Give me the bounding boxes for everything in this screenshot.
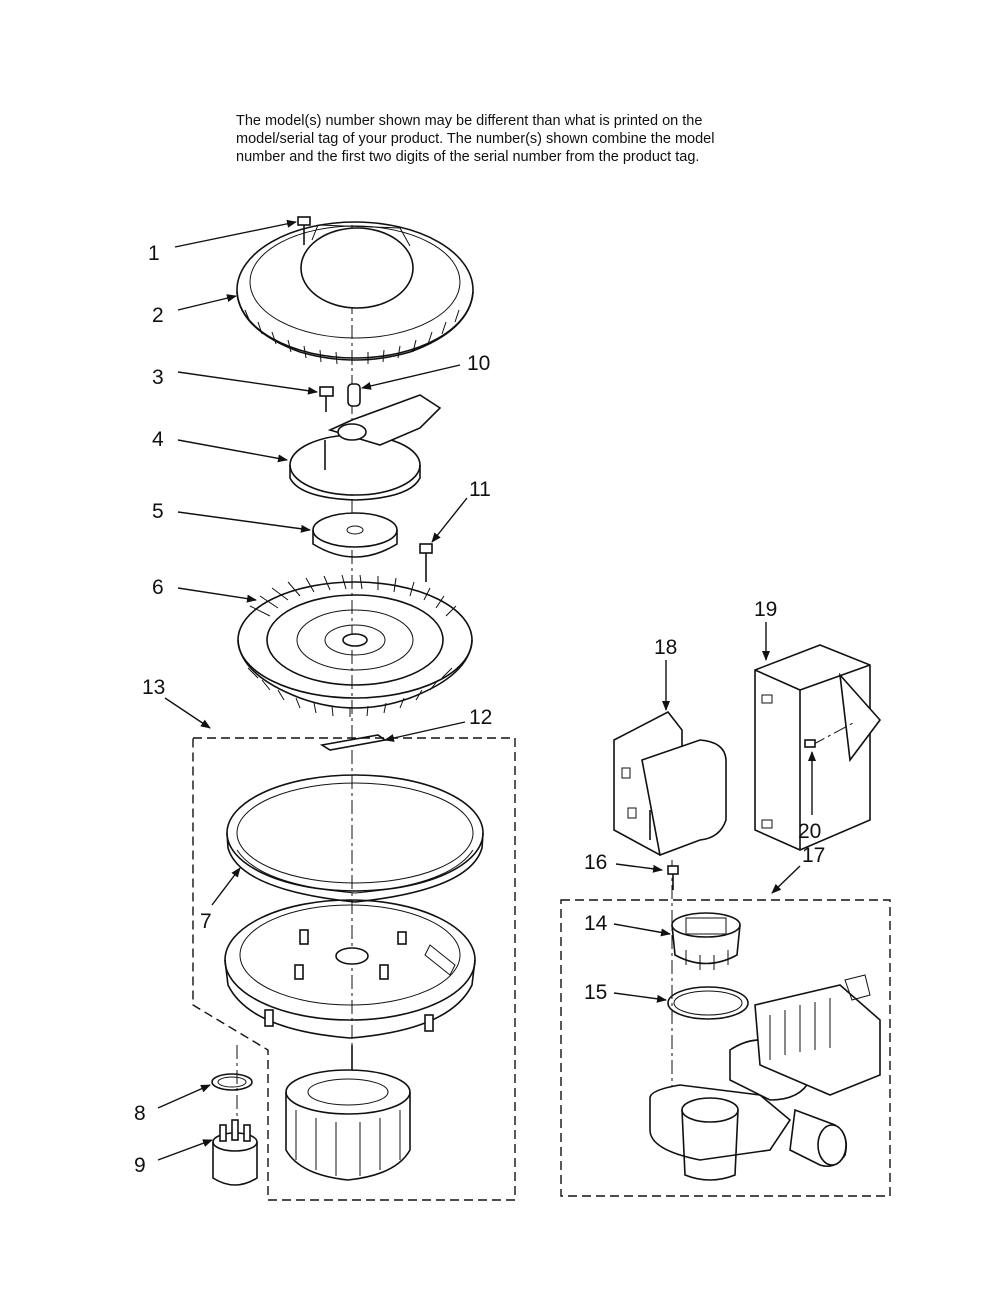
- callout-2: 2: [152, 304, 164, 327]
- callout-3: 3: [152, 366, 164, 389]
- part-1-screw: [297, 216, 311, 245]
- callout-13: 13: [142, 676, 165, 699]
- callout-7: 7: [200, 910, 212, 933]
- motor: [285, 1045, 411, 1181]
- group-13-outline: [192, 737, 516, 1201]
- sump-base: [224, 899, 476, 1039]
- part-4-housing: [289, 394, 442, 501]
- note-line-2: model/serial tag of your product. The nu…: [236, 131, 715, 147]
- part-12-strip: [319, 734, 388, 751]
- callout-9: 9: [134, 1154, 146, 1177]
- callout-5: 5: [152, 500, 164, 523]
- part-6-filter: [237, 574, 473, 717]
- note-line-3: number and the first two digits of the s…: [236, 149, 700, 165]
- part-10-pin: [347, 383, 361, 407]
- part-19-box: [754, 644, 882, 851]
- drain-pump: [649, 974, 881, 1181]
- model-number-note: The model(s) number shown may be differe…: [236, 112, 796, 166]
- part-16-screw: [667, 865, 679, 890]
- part-11-screw: [419, 543, 433, 582]
- callout-1: 1: [148, 242, 160, 265]
- part-3-screw: [319, 386, 334, 412]
- callout-17: 17: [802, 844, 825, 867]
- part-2-cover: [236, 221, 474, 365]
- part-14-cup: [671, 912, 741, 970]
- callout-16: 16: [584, 851, 607, 874]
- callout-6: 6: [152, 576, 164, 599]
- callout-12: 12: [469, 706, 492, 729]
- callout-10: 10: [467, 352, 490, 375]
- callout-8: 8: [134, 1102, 146, 1125]
- callout-labels: 1 2 3 4 5 6 7 8 9 10 11 12 13 14 15 16 1…: [134, 242, 825, 1177]
- callout-14: 14: [584, 912, 608, 935]
- callout-19: 19: [754, 598, 777, 621]
- part-18-bracket: [613, 710, 727, 857]
- group-17-outline: [560, 899, 891, 1197]
- note-line-1: The model(s) number shown may be differe…: [236, 113, 703, 129]
- part-8-oring: [211, 1073, 253, 1091]
- callout-11: 11: [469, 478, 491, 501]
- leader-lines: [157, 219, 816, 1161]
- callout-4: 4: [152, 428, 164, 451]
- part-7-ring: [226, 774, 484, 903]
- part-15-oring: [667, 986, 749, 1020]
- part-5-disk: [312, 512, 398, 558]
- callout-20: 20: [798, 820, 821, 843]
- part-9-sensor: [212, 1119, 258, 1186]
- callout-18: 18: [654, 636, 677, 659]
- callout-15: 15: [584, 981, 607, 1004]
